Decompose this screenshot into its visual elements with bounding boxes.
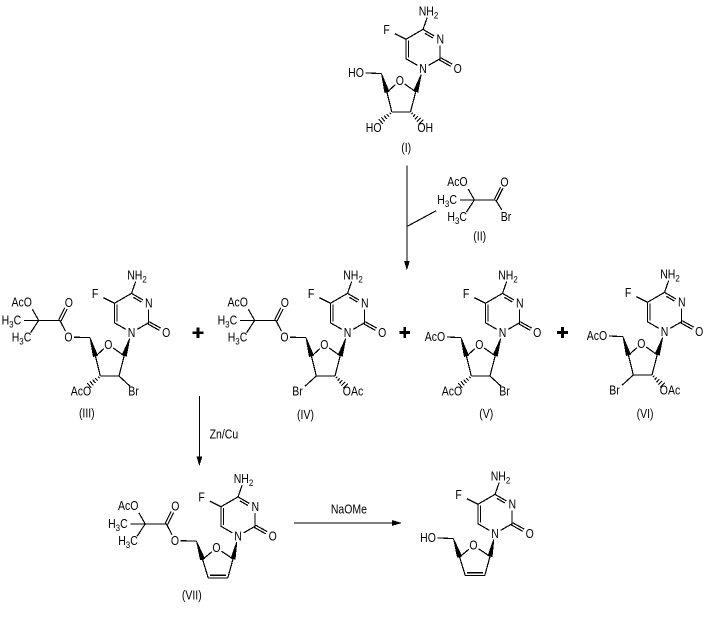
svg-text:HO: HO: [366, 122, 382, 135]
svg-text:O: O: [454, 63, 462, 76]
svg-text:N: N: [419, 63, 427, 76]
svg-text:Br: Br: [609, 385, 620, 398]
svg-text:F: F: [455, 489, 461, 502]
svg-text:F: F: [308, 288, 314, 301]
svg-text:O: O: [162, 327, 170, 340]
svg-text:O: O: [378, 327, 386, 340]
svg-text:N: N: [145, 298, 153, 311]
svg-text:NaOMe: NaOMe: [331, 504, 367, 517]
svg-text:O: O: [526, 528, 534, 541]
svg-text:O: O: [533, 327, 541, 340]
svg-text:O: O: [104, 339, 112, 352]
svg-text:F: F: [463, 288, 469, 301]
svg-text:O: O: [695, 326, 703, 339]
svg-text:O: O: [171, 501, 179, 514]
svg-text:F: F: [198, 492, 204, 505]
svg-text:O: O: [212, 542, 220, 555]
svg-text:AcO: AcO: [425, 331, 445, 344]
svg-text:N: N: [499, 327, 507, 340]
svg-text:O: O: [500, 177, 508, 190]
svg-text:(V): (V): [479, 408, 493, 421]
svg-text:AcO: AcO: [227, 297, 247, 310]
svg-text:N: N: [491, 528, 499, 541]
svg-text:Br: Br: [499, 386, 510, 399]
svg-text:(VII): (VII): [182, 590, 202, 603]
svg-text:O: O: [475, 339, 483, 352]
svg-text:O: O: [469, 540, 477, 553]
svg-text:N: N: [344, 327, 352, 340]
svg-text:O: O: [269, 531, 277, 544]
svg-text:OAc: OAc: [343, 386, 364, 399]
svg-text:N: N: [437, 34, 445, 47]
svg-text:AcO: AcO: [11, 297, 31, 310]
svg-text:Zn/Cu: Zn/Cu: [210, 429, 239, 442]
svg-text:HO: HO: [348, 67, 364, 80]
svg-text:HO: HO: [420, 532, 436, 545]
svg-text:O: O: [281, 297, 289, 310]
svg-text:AcO: AcO: [71, 386, 91, 399]
svg-text:F: F: [625, 287, 631, 300]
svg-text:N: N: [516, 298, 524, 311]
svg-text:O: O: [280, 332, 288, 345]
svg-text:(II): (II): [473, 231, 486, 244]
svg-text:N: N: [509, 499, 517, 512]
svg-text:F: F: [383, 24, 389, 37]
svg-text:N: N: [678, 297, 686, 310]
svg-text:(III): (III): [79, 408, 95, 421]
svg-text:(I): (I): [401, 142, 411, 155]
svg-text:AcO: AcO: [442, 386, 462, 399]
svg-text:AcO: AcO: [118, 500, 138, 513]
svg-text:N: N: [234, 531, 242, 544]
svg-text:AcO: AcO: [587, 330, 607, 343]
svg-text:Br: Br: [501, 211, 512, 224]
svg-text:(VI): (VI): [637, 408, 654, 421]
svg-text:O: O: [171, 535, 179, 548]
svg-text:N: N: [252, 501, 260, 514]
svg-text:(IV): (IV): [297, 409, 314, 422]
svg-text:O: O: [320, 339, 328, 352]
svg-text:N: N: [361, 298, 369, 311]
svg-text:AcO: AcO: [447, 176, 467, 189]
svg-text:OH: OH: [417, 122, 433, 135]
svg-text:O: O: [637, 338, 645, 351]
svg-text:N: N: [128, 327, 136, 340]
svg-text:Br: Br: [128, 386, 139, 399]
svg-text:O: O: [65, 297, 73, 310]
svg-text:Br: Br: [292, 386, 303, 399]
svg-text:O: O: [396, 75, 404, 88]
svg-text:O: O: [64, 332, 72, 345]
svg-text:N: N: [661, 326, 669, 339]
svg-text:F: F: [92, 288, 98, 301]
svg-text:OAc: OAc: [660, 385, 681, 398]
